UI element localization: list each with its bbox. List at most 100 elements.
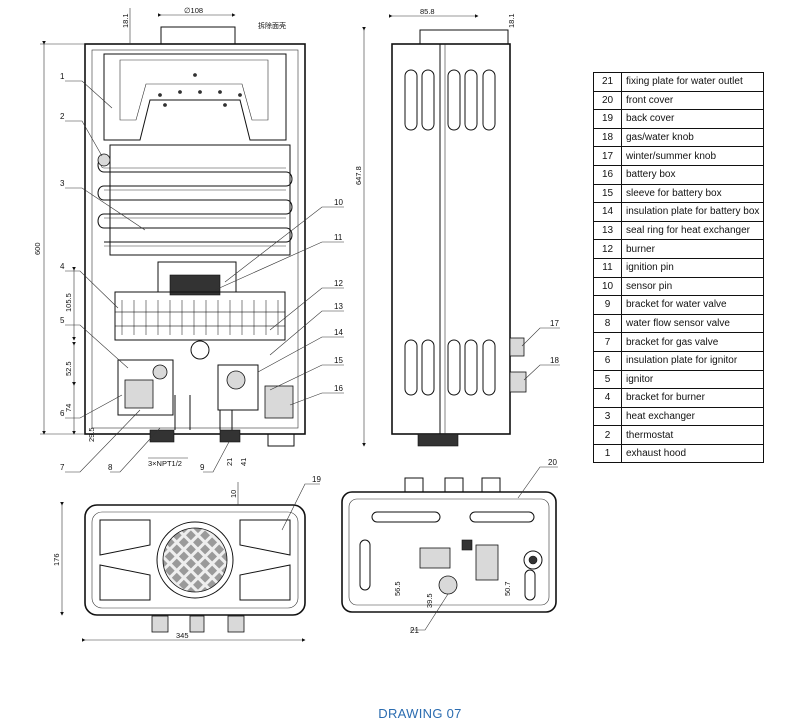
part-number: 18 xyxy=(593,127,622,148)
part-number: 10 xyxy=(593,276,622,297)
dim-74: 74 xyxy=(64,404,73,412)
part-name: heat exchanger xyxy=(620,406,765,427)
part-name: front cover xyxy=(620,90,765,111)
part-name: bracket for water valve xyxy=(620,295,765,315)
callout-3: 3 xyxy=(60,179,65,188)
valve-area-drawing xyxy=(117,340,294,430)
callout-12: 12 xyxy=(334,279,343,288)
part-number: 12 xyxy=(593,239,622,259)
side-louvers-top xyxy=(404,69,496,131)
gas-water-knob-drawing xyxy=(509,371,527,393)
part-name: burner xyxy=(620,239,765,259)
dim-345: 345 xyxy=(176,631,189,640)
dim-3npt: 3×NPT1/2 xyxy=(148,459,182,468)
dim-39-5: 39.5 xyxy=(425,593,434,608)
part-name: bracket for gas valve xyxy=(620,332,765,352)
part-name: water flow sensor valve xyxy=(620,313,765,334)
callout-9: 9 xyxy=(200,463,205,472)
winter-summer-knob-drawing xyxy=(509,337,525,357)
part-name: back cover xyxy=(620,109,765,129)
front-bottom-view: 56.5 39.5 50.7 20 21 xyxy=(341,458,558,635)
flue-mesh-drawing xyxy=(162,527,228,593)
callout-20: 20 xyxy=(548,458,557,467)
part-name: sleeve for battery box xyxy=(620,183,765,204)
part-number: 8 xyxy=(593,313,622,334)
part-number: 2 xyxy=(593,425,622,445)
callout-18: 18 xyxy=(550,356,559,365)
part-number: 20 xyxy=(593,90,622,111)
dim-56-5: 56.5 xyxy=(393,581,402,596)
dim-600: 600 xyxy=(33,242,42,255)
part-number: 14 xyxy=(593,202,622,222)
dim-105-5: 105.5 xyxy=(64,293,73,312)
callout-5: 5 xyxy=(60,316,65,325)
part-name: fixing plate for water outlet xyxy=(620,72,765,92)
dim-21: 21 xyxy=(225,458,234,466)
callout-11: 11 xyxy=(334,233,343,242)
part-number: 19 xyxy=(593,109,622,129)
dim-85-8: 85.8 xyxy=(420,7,435,16)
part-number: 15 xyxy=(593,183,622,204)
callout-14: 14 xyxy=(334,328,343,337)
part-name: bracket for burner xyxy=(620,388,765,408)
dim-52-5: 52.5 xyxy=(64,361,73,376)
hood-holes xyxy=(158,73,242,107)
heat-exchanger-drawing xyxy=(97,144,293,256)
dim-29-5: 29.5 xyxy=(87,427,96,442)
dim-108: ∅108 xyxy=(184,6,203,15)
part-number: 5 xyxy=(593,369,622,390)
part-name: exhaust hood xyxy=(620,443,765,464)
callout-4: 4 xyxy=(60,262,65,271)
part-name: winter/summer knob xyxy=(620,146,765,166)
part-name: insulation plate for ignitor xyxy=(620,350,765,371)
callout-1: 1 xyxy=(60,72,65,81)
callout-16: 16 xyxy=(334,384,343,393)
callout-6: 6 xyxy=(60,409,65,418)
callout-17: 17 xyxy=(550,319,559,328)
part-number: 21 xyxy=(593,72,622,92)
part-number: 17 xyxy=(593,146,622,166)
part-name: ignitor xyxy=(620,369,765,390)
dim-18-1-front: 18.1 xyxy=(121,13,130,28)
part-name: ignition pin xyxy=(620,257,765,278)
part-number: 9 xyxy=(593,295,622,315)
callout-19: 19 xyxy=(312,475,321,484)
drawing-caption: DRAWING 07 xyxy=(378,706,462,721)
thermostat-drawing xyxy=(97,153,111,167)
part-number: 7 xyxy=(593,332,622,352)
part-name: sensor pin xyxy=(620,276,765,297)
callout-2: 2 xyxy=(60,112,65,121)
callout-10: 10 xyxy=(334,198,343,207)
burner-drawing xyxy=(114,291,286,341)
part-name: thermostat xyxy=(620,425,765,445)
part-number: 1 xyxy=(593,443,622,464)
dim-10: 10 xyxy=(229,490,238,498)
dim-647-8: 647.8 xyxy=(354,166,363,185)
part-number: 3 xyxy=(593,406,622,427)
part-number: 16 xyxy=(593,164,622,185)
dim-50-7: 50.7 xyxy=(503,581,512,596)
dim-41: 41 xyxy=(239,458,248,466)
part-name: gas/water knob xyxy=(620,127,765,148)
callout-21: 21 xyxy=(410,626,419,635)
part-number: 13 xyxy=(593,220,622,241)
part-name: battery box xyxy=(620,164,765,185)
